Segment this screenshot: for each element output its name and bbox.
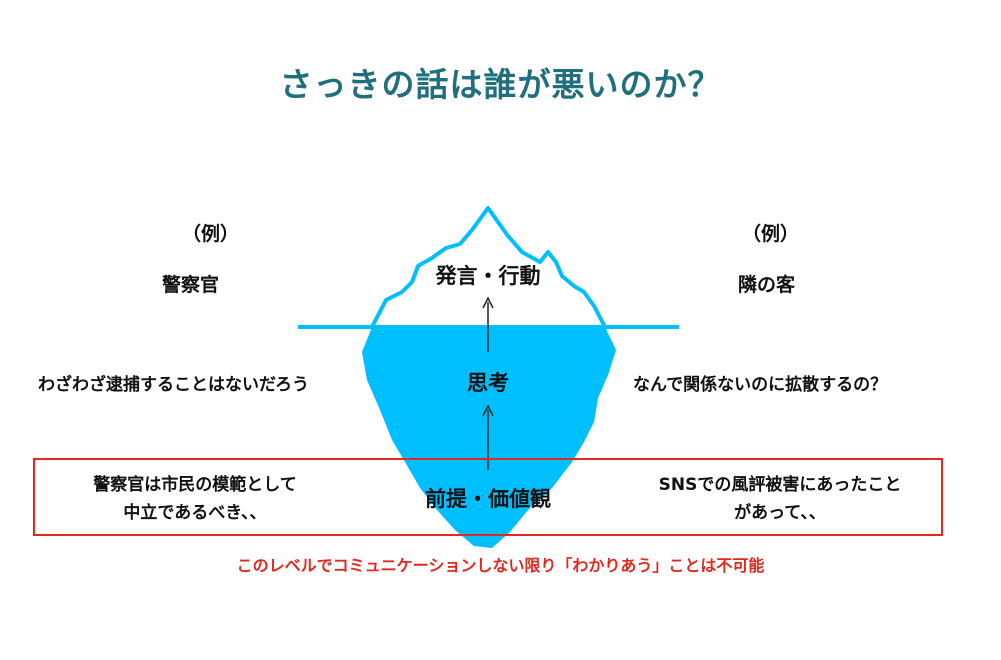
values-level-highlight-box bbox=[33, 458, 943, 536]
right-thought: なんで関係ないのに拡散するの？ bbox=[633, 375, 888, 395]
iceberg-bottom-label: 前提・価値観 bbox=[425, 487, 551, 511]
right-person-name: 隣の客 bbox=[738, 274, 796, 296]
iceberg-tip-outline bbox=[370, 206, 607, 328]
right-example-label: （例） bbox=[742, 223, 800, 245]
left-values-line2: 中立であるべき、、 bbox=[123, 503, 267, 523]
arrow-thinking-to-action bbox=[482, 296, 494, 352]
iceberg-top-label: 発言・行動 bbox=[435, 264, 541, 288]
iceberg-underwater bbox=[362, 327, 616, 548]
left-values-line1: 警察官は市民の模範として bbox=[93, 475, 297, 495]
arrow-values-to-thinking bbox=[482, 404, 494, 470]
page-title: さっきの話は誰が悪いのか？ bbox=[279, 65, 722, 104]
left-person-name: 警察官 bbox=[162, 274, 220, 296]
right-values-line2: があって、、 bbox=[734, 503, 826, 523]
warning-note: このレベルでコミュニケーションしない限り「わかりあう」ことは不可能 bbox=[236, 556, 765, 575]
iceberg-middle-label: 思考 bbox=[467, 371, 509, 395]
left-thought: わざわざ逮捕することはないだろう bbox=[38, 375, 309, 395]
left-example-label: （例） bbox=[182, 223, 240, 245]
right-values-line1: SNSでの風評被害にあったこと bbox=[658, 475, 902, 495]
